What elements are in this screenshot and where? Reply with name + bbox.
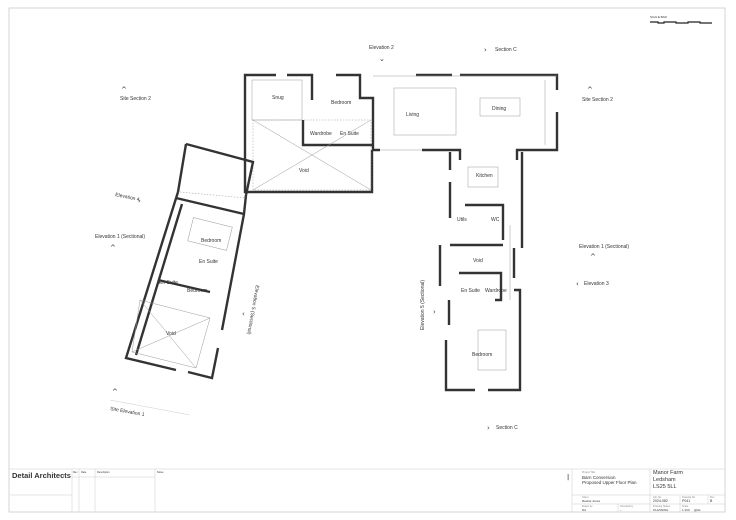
site-address-line-1: Manor Farm [653, 470, 683, 476]
arrow-right-icon: › [484, 46, 487, 54]
col-header-rev: Rev [73, 471, 78, 474]
job-no-value: 2024-082 [653, 499, 668, 503]
room-labels: Snug Bedroom Living Dining Wardrobe En S… [159, 95, 507, 358]
col-header-date: Date [81, 471, 87, 474]
project-title-line-2: Proposed Upper Floor Plan [582, 480, 637, 485]
arrow-left-icon: ‹ [242, 310, 245, 318]
marker-label: Elevation 3 [584, 281, 609, 287]
room-label: En Suite [461, 288, 480, 294]
site-address-line-2: Ledsham [653, 477, 676, 483]
room-label: En Suite [199, 259, 218, 265]
marker-label: Elevation 5 (Sectional) [245, 285, 260, 336]
col-header-notes: Notes [157, 471, 164, 474]
paper-size-value: @A1 [694, 508, 701, 512]
arrow-right-icon: › [433, 308, 436, 316]
arrow-up-icon: ^ [110, 244, 116, 252]
drawing-no-label: Drawing No. [682, 496, 696, 499]
scale-bar-label: SCALE BAR [650, 15, 668, 19]
arrow-up-icon: ^ [587, 86, 593, 94]
marker-label: Site Elevation 1 [110, 406, 145, 418]
checked-by-label: Checked by [620, 505, 634, 508]
status-value: PLANNING [653, 508, 669, 512]
status-label: Drawing Status [653, 505, 670, 508]
revision-value: B [710, 499, 713, 503]
revision-label: Rev [710, 496, 715, 499]
arrow-right-icon: › [138, 197, 141, 205]
marker-label: Section C [496, 425, 518, 431]
room-label: Dining [492, 106, 506, 112]
drawn-by-value: DA [582, 508, 587, 512]
north-wing-inner-lines [251, 75, 557, 191]
marker-label: Elevation 1 (Sectional) [579, 244, 629, 250]
room-label: En Suite [340, 131, 359, 137]
room-label: Kitchen [476, 173, 493, 179]
room-label: Snug [272, 95, 284, 101]
site-address-line-3: LS25 5LL [653, 484, 677, 490]
room-label: WC [491, 217, 500, 223]
marker-label: Site Section 2 [120, 96, 151, 102]
marker-label: Section C [495, 47, 517, 53]
room-label: En Suite [159, 280, 178, 286]
project-title-line-1: Barn Conversion [582, 475, 616, 480]
title-block-grid [10, 469, 725, 512]
room-label: Void [166, 331, 176, 337]
room-label: Bedroom [472, 352, 492, 358]
west-wing-walls [124, 142, 255, 380]
arrow-right-icon: › [487, 424, 490, 432]
east-wing-walls [438, 152, 524, 392]
west-wing-inner-lines [131, 191, 247, 369]
arrow-down-icon: ⌄ [379, 55, 385, 63]
section-markers: Elevation 2 ⌄ › Section C ^ Site Section… [95, 45, 629, 432]
room-label: Void [299, 168, 309, 174]
arrow-up-icon: ^ [590, 253, 596, 261]
north-arrow-icon: | [567, 474, 569, 481]
room-label: Utils [457, 217, 467, 223]
north-wing-walls [243, 73, 559, 194]
checked-by-value: – [620, 508, 622, 512]
room-label: Bedroom [331, 100, 351, 106]
project-title-label: Project Title [582, 471, 596, 474]
arrow-left-icon: ‹ [576, 280, 579, 288]
room-label: Bedroom [201, 238, 221, 244]
marker-label: Elevation 5 (Sectional) [420, 280, 426, 330]
drawing-no-value: P041 [682, 499, 691, 503]
sheet-border [8, 7, 726, 513]
scale-value: 1:100 [682, 508, 690, 512]
arrow-up-icon: ^ [112, 388, 118, 396]
marker-label: Elevation 2 [369, 45, 394, 51]
scale-bar: SCALE BAR [650, 15, 712, 24]
col-header-description: Description [97, 471, 110, 474]
client-label: Client [582, 496, 589, 499]
marker-label: Elevation 1 (Sectional) [95, 234, 145, 240]
marker-label: Site Section 2 [582, 97, 613, 103]
east-wing-inner-lines [467, 166, 511, 371]
room-label: Bedroom [187, 288, 207, 294]
drawn-by-label: Drawn by [582, 505, 593, 508]
room-label: Living [406, 112, 419, 118]
room-label: Wardrobe [485, 288, 507, 294]
room-label: Void [473, 258, 483, 264]
job-no-label: Job No. [653, 496, 662, 499]
company-name: Detail Architects [12, 471, 71, 480]
arrow-up-icon: ^ [121, 86, 127, 94]
marker-label: Elevation 4 [115, 192, 141, 203]
client-value: Rachel Jones [582, 499, 601, 503]
scale-label: Scale [682, 505, 689, 508]
room-label: Wardrobe [310, 131, 332, 137]
